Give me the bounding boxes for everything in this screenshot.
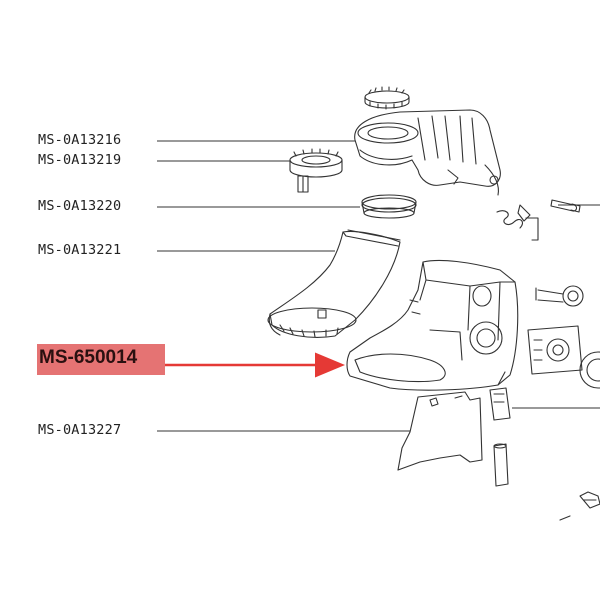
back-panel — [397, 391, 483, 471]
upper-housing — [354, 109, 501, 196]
part-label-0a13219: MS-0A13219 — [38, 152, 122, 168]
main-base — [346, 259, 519, 391]
part-label-0a13216: MS-0A13216 — [38, 132, 122, 148]
leader-lines — [157, 140, 600, 432]
ring-part — [361, 194, 417, 219]
part-label-0a13221: MS-0A13221 — [38, 242, 122, 258]
part-label-0a13220: MS-0A13220 — [38, 198, 122, 214]
highlighted-part-label[interactable]: MS-650014 — [39, 347, 138, 368]
gear-assembly — [289, 148, 343, 193]
top-gear — [364, 86, 410, 110]
part-label-0a13227: MS-0A13227 — [38, 422, 122, 438]
highlight-label-box — [37, 344, 165, 375]
right-side-parts — [489, 199, 600, 521]
cover-part — [267, 229, 401, 338]
